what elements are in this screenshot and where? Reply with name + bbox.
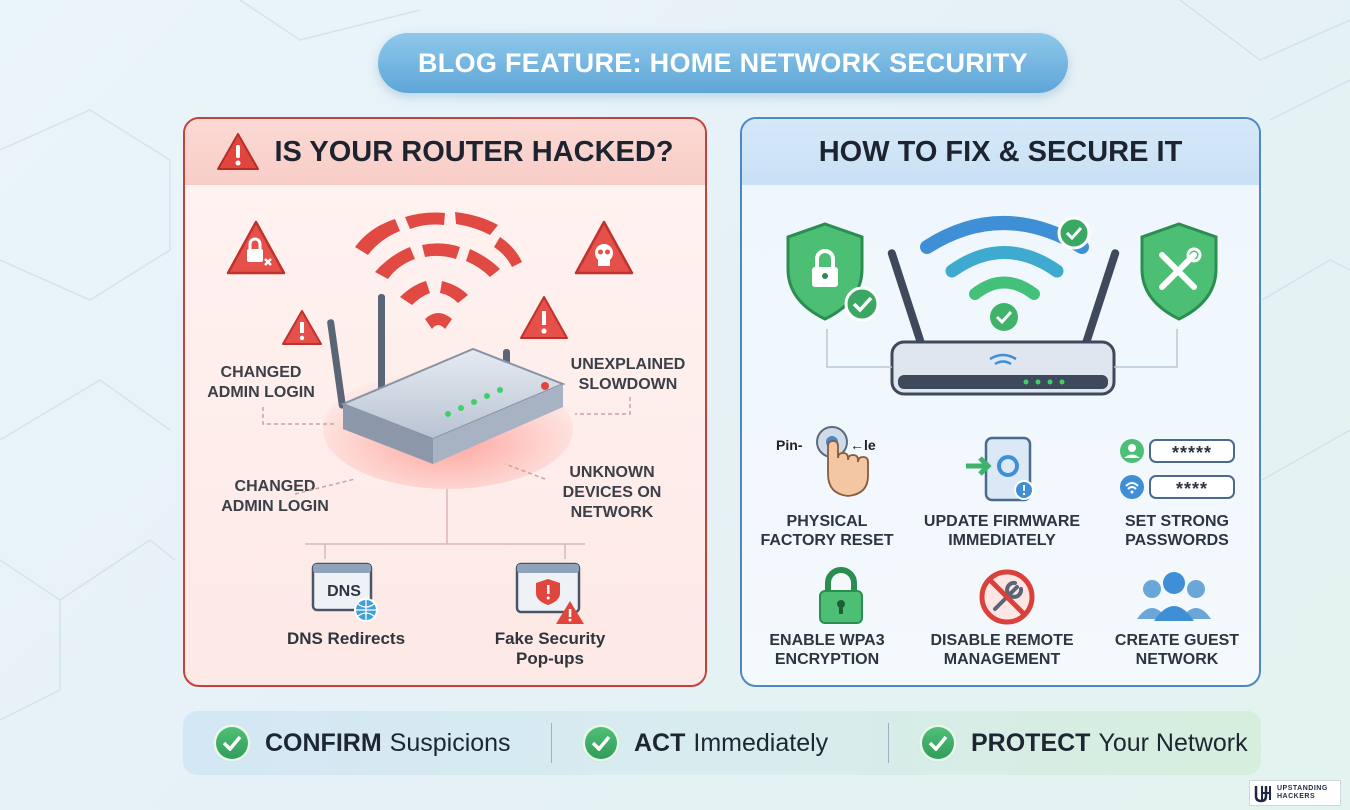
logo-text: UPSTANDING HACKERS (1277, 785, 1328, 801)
confirm-rest: Suspicions (389, 728, 511, 757)
page-title: BLOG FEATURE: HOME NETWORK SECURITY (378, 33, 1068, 93)
label-line: Fake Security (494, 629, 606, 648)
divider (551, 723, 552, 763)
secure-wifi-icon (920, 216, 1091, 331)
connector-lines (262, 397, 631, 559)
check-icon (582, 724, 620, 762)
label-line: CHANGED (220, 364, 302, 381)
small-warning-icon (282, 310, 322, 345)
lock-warning-icon (226, 220, 286, 275)
changed-admin-login-label: CHANGED ADMIN LOGIN (199, 363, 323, 403)
label-line: ADMIN LOGIN (207, 384, 315, 401)
label-line: DEVICES ON (562, 484, 662, 501)
logo-line: UPSTANDING (1277, 785, 1328, 792)
pin-label: Pin- (776, 437, 803, 453)
disable-remote-icon (979, 569, 1035, 625)
label-line: UNKNOWN (569, 464, 655, 481)
step-line: ENABLE WPA3 (769, 632, 885, 649)
action-summary-bar: CONFIRM Suspicions ACT Immediately PROTE… (183, 711, 1261, 775)
step-update-firmware: UPDATE FIRMWARE IMMEDIATELY (912, 512, 1092, 550)
step-enable-wpa3: ENABLE WPA3 ENCRYPTION (747, 631, 907, 669)
act-immediately-item: ACT Immediately (552, 711, 888, 775)
dns-window-icon (311, 562, 378, 622)
label-line: NETWORK (570, 504, 654, 521)
step-line: ENCRYPTION (774, 651, 880, 668)
upstanding-hackers-logo: UPSTANDING HACKERS (1249, 780, 1341, 806)
step-line: DISABLE REMOTE (930, 632, 1074, 649)
broken-wifi-icon (355, 212, 522, 329)
fake-popup-icon (515, 562, 584, 624)
shield-lock-icon (786, 222, 880, 322)
fake-security-popups-label: Fake Security Pop-ups (475, 629, 625, 669)
password-field-2: **** (1175, 479, 1209, 499)
fix-secure-panel: HOW TO FIX & SECURE IT Pin- ←le (740, 117, 1261, 687)
act-rest: Immediately (693, 728, 829, 757)
logo-mark-icon (1254, 786, 1271, 803)
right-panel-header: HOW TO FIX & SECURE IT (742, 119, 1259, 185)
firmware-update-icon (966, 436, 1034, 502)
warning-icon (217, 133, 260, 170)
dns-icon-text: DNS (327, 583, 361, 600)
router-image (323, 294, 573, 489)
password-field-1: ***** (1171, 443, 1213, 463)
guest-network-icon (1137, 572, 1211, 621)
label-line: CHANGED (234, 478, 316, 495)
step-line: UPDATE FIRMWARE (923, 513, 1081, 530)
left-panel-header: IS YOUR ROUTER HACKED? (185, 119, 705, 185)
step-disable-remote-management: DISABLE REMOTE MANAGEMENT (912, 631, 1092, 669)
step-create-guest-network: CREATE GUEST NETWORK (1097, 631, 1257, 669)
reset-button-hand-icon (816, 426, 869, 497)
left-panel-title: IS YOUR ROUTER HACKED? (274, 135, 674, 168)
step-line: NETWORK (1135, 651, 1219, 668)
check-icon (213, 724, 251, 762)
step-line: PHYSICAL (786, 513, 868, 530)
wpa3-lock-icon (819, 567, 863, 624)
step-line: CREATE GUEST (1114, 632, 1240, 649)
label-line: ADMIN LOGIN (221, 498, 329, 515)
step-line: FACTORY RESET (760, 532, 894, 549)
skull-warning-icon (574, 220, 634, 275)
divider (888, 723, 889, 763)
pin-arrow-label: ←le (850, 437, 876, 453)
secure-router-image (887, 249, 1120, 396)
protect-bold: PROTECT (971, 728, 1091, 757)
confirm-suspicions-item: CONFIRM Suspicions (183, 711, 551, 775)
protect-rest: Your Network (1098, 728, 1248, 757)
router-hacked-panel: IS YOUR ROUTER HACKED? (183, 117, 707, 687)
confirm-bold: CONFIRM (265, 728, 382, 757)
label-line: Pop-ups (516, 649, 584, 668)
dns-redirects-label: DNS Redirects (286, 629, 406, 648)
step-physical-factory-reset: PHYSICAL FACTORY RESET (747, 512, 907, 550)
protect-network-item: PROTECT Your Network (889, 711, 1248, 775)
changed-admin-login-label: CHANGED ADMIN LOGIN (213, 477, 337, 517)
logo-line: HACKERS (1277, 793, 1316, 800)
shield-tools-icon (1140, 222, 1218, 321)
small-warning-icon (520, 296, 568, 339)
step-set-strong-passwords: SET STRONG PASSWORDS (1097, 512, 1257, 550)
step-line: PASSWORDS (1125, 532, 1229, 549)
strong-password-icon (1120, 439, 1235, 499)
label-line: UNEXPLAINED (570, 356, 686, 373)
step-line: MANAGEMENT (943, 651, 1061, 668)
step-line: IMMEDIATELY (948, 532, 1056, 549)
check-icon (919, 724, 957, 762)
connector-lines (826, 329, 1178, 368)
unexplained-slowdown-label: UNEXPLAINED SLOWDOWN (565, 355, 691, 395)
right-panel-title: HOW TO FIX & SECURE IT (818, 135, 1183, 168)
act-bold: ACT (634, 728, 686, 757)
label-line: SLOWDOWN (578, 376, 678, 393)
unknown-devices-label: UNKNOWN DEVICES ON NETWORK (549, 463, 675, 523)
step-line: SET STRONG (1124, 513, 1229, 530)
